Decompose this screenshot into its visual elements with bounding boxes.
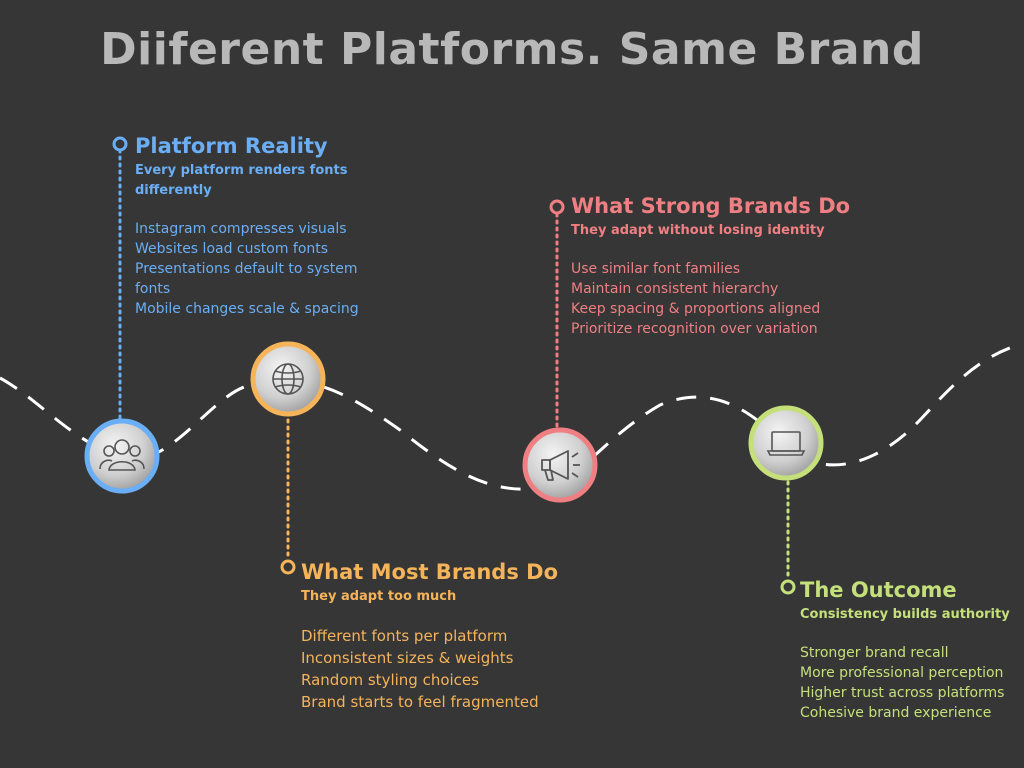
step-subheading: They adapt too much <box>301 589 457 604</box>
step-outcome: The Outcome Consistency builds authority… <box>800 577 1020 723</box>
list-item: Different fonts per platform <box>301 627 508 645</box>
list-item: Cohesive brand experience <box>800 705 992 721</box>
node-platform-reality <box>84 418 160 494</box>
step-subheading: Consistency builds authority <box>800 607 1010 622</box>
list-item: Instagram compresses visuals <box>135 221 347 237</box>
step-platform-reality: Platform Reality Every platform renders … <box>135 133 395 319</box>
list-item: Websites load custom fonts <box>135 241 329 257</box>
step-heading: Platform Reality <box>135 134 328 158</box>
laptop-icon <box>766 431 806 456</box>
list-item: Stronger brand recall <box>800 645 949 661</box>
step-heading: What Strong Brands Do <box>571 194 851 218</box>
step-most-brands: What Most Brands Do They adapt too much … <box>301 559 601 713</box>
step-subheading: They adapt without losing identity <box>571 223 825 238</box>
globe-icon <box>272 363 304 395</box>
list-item: More professional perception <box>800 665 1004 681</box>
step-subheading: Every platform renders fonts differently <box>135 163 348 198</box>
node-outcome <box>748 405 824 481</box>
step-heading: What Most Brands Do <box>301 560 558 584</box>
step-heading: The Outcome <box>800 578 957 602</box>
list-item: Prioritize recognition over variation <box>571 321 818 337</box>
step-list: Instagram compresses visuals Websites lo… <box>135 219 395 319</box>
list-item: Presentations default to system fonts <box>135 261 358 297</box>
list-item: Higher trust across platforms <box>800 685 1005 701</box>
marker-dot-3 <box>549 199 565 215</box>
megaphone-icon <box>541 450 580 481</box>
list-item: Mobile changes scale & spacing <box>135 301 359 317</box>
list-item: Inconsistent sizes & weights <box>301 649 514 667</box>
step-strong-brands: What Strong Brands Do They adapt without… <box>571 193 891 339</box>
marker-dot-1 <box>112 136 128 152</box>
list-item: Random styling choices <box>301 671 479 689</box>
list-item: Use similar font families <box>571 261 741 277</box>
marker-dot-4 <box>780 579 796 595</box>
list-item: Brand starts to feel fragmented <box>301 693 539 711</box>
step-list: Use similar font families Maintain consi… <box>571 259 891 339</box>
marker-dot-2 <box>280 559 296 575</box>
node-most-brands <box>250 341 326 417</box>
page-title: Diiferent Platforms. Same Brand <box>100 24 924 75</box>
node-strong-brands <box>522 427 598 503</box>
step-list: Different fonts per platform Inconsisten… <box>301 625 601 713</box>
users-icon <box>99 439 145 471</box>
step-list: Stronger brand recall More professional … <box>800 643 1020 723</box>
wave-path <box>0 344 1016 491</box>
list-item: Maintain consistent hierarchy <box>571 281 779 297</box>
list-item: Keep spacing & proportions aligned <box>571 301 821 317</box>
